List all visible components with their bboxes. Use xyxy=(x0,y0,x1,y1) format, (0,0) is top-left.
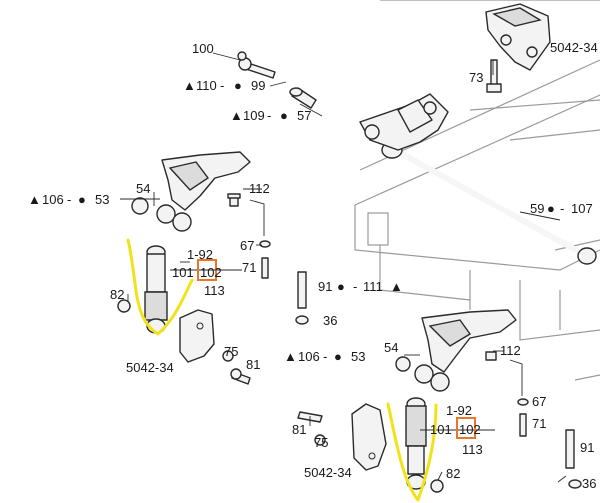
label-36: 36 xyxy=(582,476,596,491)
triangle-symbol: ▲ xyxy=(284,349,297,364)
label-101: 101 xyxy=(430,422,452,437)
triangle-symbol: ▲ xyxy=(183,78,196,93)
label-113: 113 xyxy=(462,442,483,457)
top-right-bracket xyxy=(485,3,551,93)
label-82: 82 xyxy=(110,287,124,302)
label-59: 59 xyxy=(530,201,544,216)
label-5042-34: 5042-34 xyxy=(550,40,598,55)
label-106: 106 xyxy=(42,192,64,207)
label-81: 81 xyxy=(246,357,260,372)
separator: - xyxy=(323,349,327,364)
triangle-symbol: ▲ xyxy=(28,192,41,207)
pin-assembly-top xyxy=(237,51,317,109)
highlight-box-102-left xyxy=(197,259,217,281)
separator: - xyxy=(353,279,357,294)
label-110: 110 xyxy=(196,78,217,93)
labels-top-left: 100 ▲ 110 - ● 99 ▲ 109 - ● 57 ▲ 106 - ● … xyxy=(28,41,311,375)
label-67: 67 xyxy=(240,238,254,253)
label-102: 102 xyxy=(459,422,481,437)
label-75: 75 xyxy=(314,435,328,450)
labels-middle: 91 ● - 111 ▲ 36 xyxy=(318,279,403,328)
label-102: 102 xyxy=(200,265,222,280)
label-91: 91 xyxy=(318,279,332,294)
label-81: 81 xyxy=(292,422,306,437)
label-57: 57 xyxy=(297,108,311,123)
right-upper-bracket xyxy=(395,309,517,392)
left-shock-absorber xyxy=(117,193,271,334)
left-lower-bracket xyxy=(179,309,251,385)
right-shock-absorber xyxy=(405,351,529,493)
separator: - xyxy=(267,108,271,123)
separator: - xyxy=(67,192,71,207)
labels-bottom-right: ▲ 106 - ● 53 54 112 1-92 101 102 113 67 … xyxy=(284,340,596,491)
labels-top-right: 5042-34 73 59 ● - 107 xyxy=(469,40,598,216)
dot-symbol: ● xyxy=(78,192,86,207)
label-1-92: 1-92 xyxy=(187,247,213,262)
highlight-box-102-right xyxy=(456,417,476,439)
label-113: 113 xyxy=(204,283,225,298)
label-111: 111 xyxy=(363,279,383,294)
label-73: 73 xyxy=(469,70,483,85)
dot-symbol: ● xyxy=(547,201,555,216)
label-112: 112 xyxy=(249,181,270,196)
separator: - xyxy=(220,78,224,93)
separator: - xyxy=(560,201,564,216)
label-53: 53 xyxy=(95,192,109,207)
label-101: 101 xyxy=(172,265,194,280)
dot-symbol: ● xyxy=(337,279,345,294)
left-upper-bracket xyxy=(131,151,251,232)
label-54: 54 xyxy=(384,340,398,355)
label-54: 54 xyxy=(136,181,150,196)
highlight-markers xyxy=(126,238,476,502)
label-5042-34: 5042-34 xyxy=(304,465,352,480)
label-112: 112 xyxy=(500,343,521,358)
right-lower-bracket xyxy=(297,403,387,471)
upper-mount-bracket xyxy=(359,93,449,151)
label-109: 109 xyxy=(243,108,265,123)
label-106: 106 xyxy=(298,349,320,364)
dot-symbol: ● xyxy=(234,78,242,93)
label-82: 82 xyxy=(446,466,460,481)
bolt-91-assembly xyxy=(295,271,582,489)
label-71: 71 xyxy=(532,416,546,431)
triangle-symbol: ▲ xyxy=(390,279,403,294)
hand-mark-left xyxy=(126,238,194,336)
label-36: 36 xyxy=(323,313,337,328)
hand-mark-right xyxy=(386,402,438,502)
dot-symbol: ● xyxy=(334,349,342,364)
dot-symbol: ● xyxy=(280,108,288,123)
label-99: 99 xyxy=(251,78,265,93)
label-71: 71 xyxy=(242,260,256,275)
label-5042-34: 5042-34 xyxy=(126,360,174,375)
label-107: 107 xyxy=(571,201,593,216)
label-100: 100 xyxy=(192,41,214,56)
label-1-92: 1-92 xyxy=(446,403,472,418)
label-67: 67 xyxy=(532,394,546,409)
label-91: 91 xyxy=(580,440,594,455)
label-75: 75 xyxy=(224,344,238,359)
leader-lines xyxy=(120,52,567,483)
triangle-symbol: ▲ xyxy=(230,108,243,123)
chassis-frame xyxy=(354,0,600,381)
label-53: 53 xyxy=(351,349,365,364)
